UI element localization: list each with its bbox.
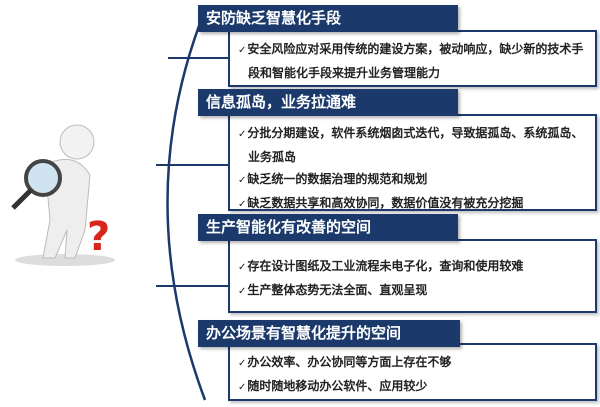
section-1-item: 安全风险应对采用传统的建设方案，被动响应，缺少新的技术手段和智能化手段来提升业务… [236,38,591,84]
section-4-item: 随时随地移动办公软件、应用较少 [236,375,591,399]
section-2-header: 信息孤岛，业务拉通难 [198,89,458,116]
question-mark-icon: ? [87,214,110,260]
section-3-item: 存在设计图纸及工业流程未电子化，查询和使用较难 [236,255,591,279]
section-3-header: 生产智能化有改善的空间 [198,214,458,241]
section-4-item: 办公效率、办公协同等方面上存在不够 [236,351,591,375]
section-4-header: 办公场景有智慧化提升的空间 [198,320,460,347]
section-2-item: 缺乏统一的数据治理的规范和规划 [236,168,591,192]
section-2-item: 分批分期建设，软件系统烟囱式迭代，导致据孤岛、系统孤岛、业务孤岛 [236,122,591,168]
section-3-item: 生产整体态势无法全面、直观呈现 [236,279,591,303]
section-3-box: 存在设计图纸及工业流程未电子化，查询和使用较难 生产整体态势无法全面、直观呈现 [228,239,597,313]
section-4-box: 办公效率、办公协同等方面上存在不够 随时随地移动办公软件、应用较少 [228,343,597,401]
section-1-box: 安全风险应对采用传统的建设方案，被动响应，缺少新的技术手段和智能化手段来提升业务… [228,30,597,87]
section-2-box: 分批分期建设，软件系统烟囱式迭代，导致据孤岛、系统孤岛、业务孤岛 缺乏统一的数据… [228,114,597,211]
section-1-header: 安防缺乏智慧化手段 [198,5,458,32]
thinking-figure-illustration: ? [11,124,115,266]
section-2-item: 缺乏数据共享和高效协同，数据价值没有被充分挖掘 [236,192,591,216]
magnifier-icon [24,159,62,197]
